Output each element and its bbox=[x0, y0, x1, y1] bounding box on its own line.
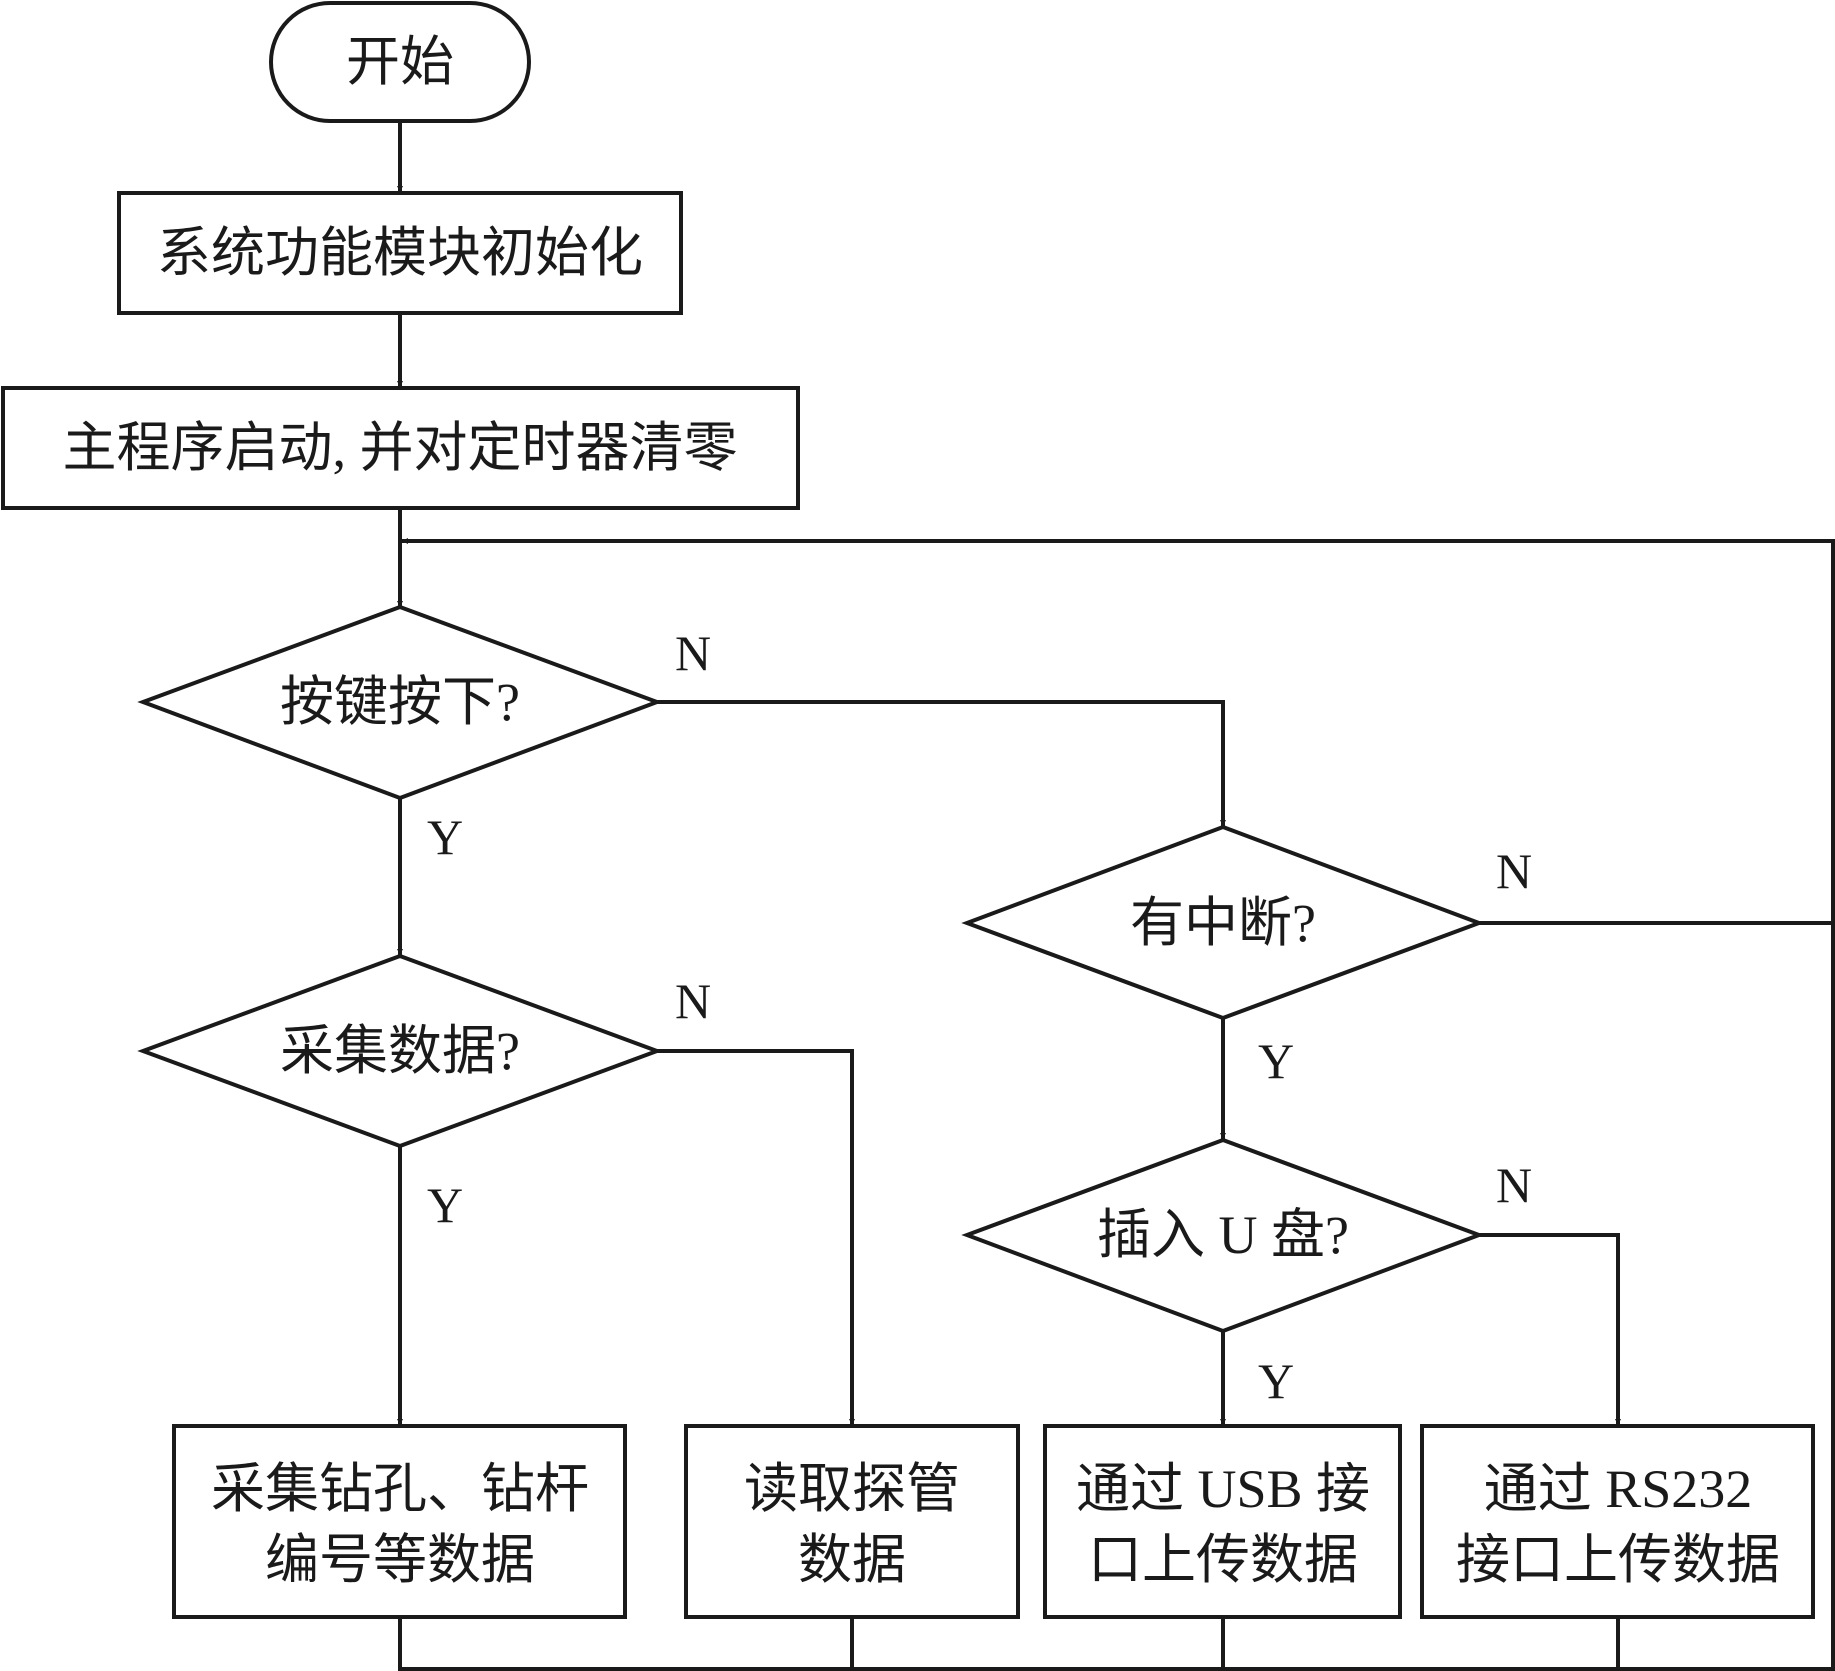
rs232-upload-line-1: 通过 RS232 bbox=[1484, 1459, 1753, 1519]
usb-yes-label: Y bbox=[1258, 1353, 1294, 1409]
collect-yes-label: Y bbox=[427, 1177, 463, 1233]
key-no-label: N bbox=[675, 625, 711, 681]
collect-line-2: 编号等数据 bbox=[265, 1530, 535, 1590]
collect-no-label: N bbox=[675, 973, 711, 1029]
bottom-bus-line bbox=[398, 923, 1835, 1671]
read-line-1: 读取探管 bbox=[744, 1459, 960, 1519]
arrow-usb-no bbox=[1479, 1233, 1621, 1425]
start-terminator bbox=[269, 1, 531, 123]
init-label: 系统功能模块初始化 bbox=[157, 223, 643, 283]
decision-interrupt-diamond bbox=[961, 824, 1485, 1021]
read-process-box bbox=[684, 1424, 1020, 1619]
decision-collect-diamond bbox=[137, 953, 663, 1149]
read-line-2: 数据 bbox=[798, 1530, 906, 1590]
decision-collect-label: 采集数据? bbox=[280, 1021, 520, 1081]
decision-interrupt-label: 有中断? bbox=[1130, 893, 1316, 953]
decision-usb-label: 插入 U 盘? bbox=[1097, 1205, 1349, 1265]
usb-upload-line-1: 通过 USB 接 bbox=[1076, 1459, 1370, 1519]
usb-upload-line-2: 口上传数据 bbox=[1088, 1530, 1358, 1590]
arrow-key-no bbox=[657, 700, 1226, 826]
init-process-box bbox=[117, 191, 683, 315]
decision-key-label: 按键按下? bbox=[280, 672, 520, 732]
interrupt-yes-label: Y bbox=[1258, 1033, 1294, 1089]
main-start-label: 主程序启动, 并对定时器清零 bbox=[63, 418, 738, 478]
decision-usb-diamond bbox=[961, 1137, 1485, 1334]
start-label: 开始 bbox=[346, 32, 454, 92]
key-yes-label: Y bbox=[427, 809, 463, 865]
main-start-process-box bbox=[1, 386, 800, 510]
usb-no-label: N bbox=[1496, 1157, 1532, 1213]
usb-upload-process-box bbox=[1043, 1424, 1402, 1619]
decision-key-diamond bbox=[137, 604, 663, 801]
rs232-upload-process-box bbox=[1420, 1424, 1815, 1619]
rs232-upload-line-2: 接口上传数据 bbox=[1456, 1530, 1780, 1590]
loop-back-line bbox=[400, 539, 1835, 923]
collect-process-box bbox=[172, 1424, 627, 1619]
interrupt-no-label: N bbox=[1496, 843, 1532, 899]
arrow-collect-no bbox=[657, 1049, 855, 1425]
connectors bbox=[397, 122, 1835, 1671]
collect-line-1: 采集钻孔、钻杆 bbox=[211, 1459, 589, 1519]
